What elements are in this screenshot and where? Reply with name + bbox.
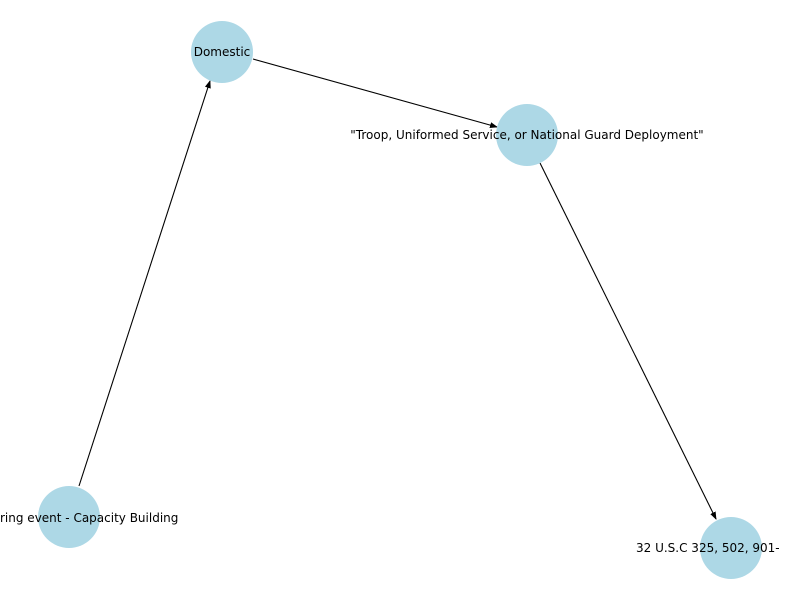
nodes-layer bbox=[38, 21, 762, 579]
node-usc-reference[interactable] bbox=[700, 517, 762, 579]
node-domestic[interactable] bbox=[191, 21, 253, 83]
edge-capacity-building-to-domestic bbox=[78, 80, 211, 487]
labels-layer: Domestic "Troop, Uniformed Service, or N… bbox=[0, 45, 780, 555]
node-label-capacity-building: ring event - Capacity Building bbox=[0, 511, 178, 525]
edges-layer bbox=[78, 58, 717, 520]
node-label-usc-reference: 32 U.S.C 325, 502, 901- bbox=[636, 541, 780, 555]
edge-domestic-to-troop-deployment bbox=[252, 58, 498, 129]
node-label-domestic: Domestic bbox=[194, 45, 251, 59]
node-troop-deployment[interactable] bbox=[496, 104, 558, 166]
edge-troop-deployment-to-usc bbox=[539, 162, 717, 520]
node-label-troop-deployment: "Troop, Uniformed Service, or National G… bbox=[350, 128, 703, 142]
node-capacity-building[interactable] bbox=[38, 486, 100, 548]
